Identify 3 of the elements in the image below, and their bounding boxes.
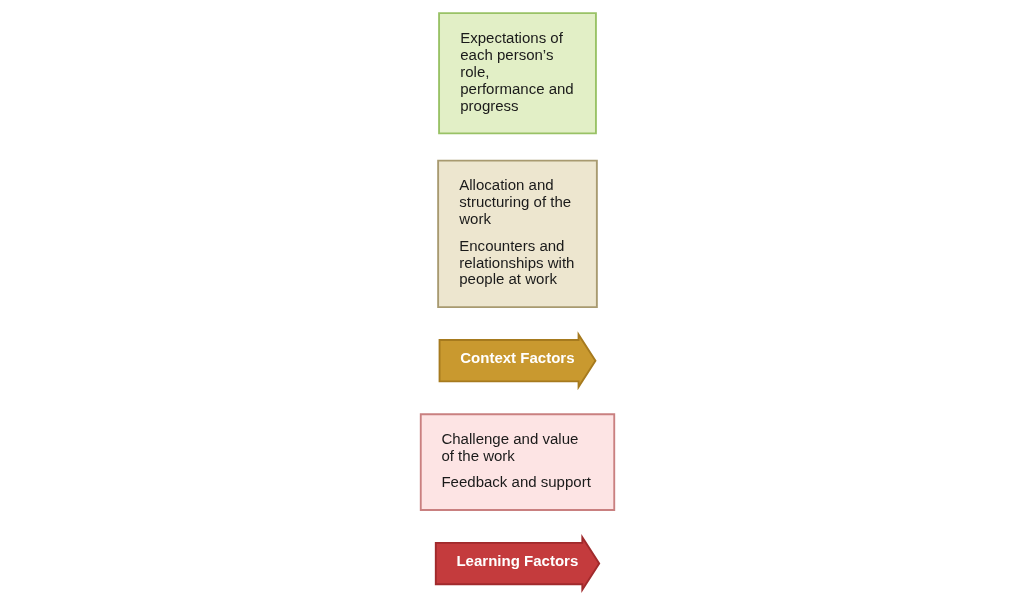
node-box: Expectations of each person’s role, performance and progress	[438, 12, 597, 135]
node-box: Allocation and structuring of the work Encounters and relationships with people at work	[437, 159, 598, 309]
node-box: Challenge and value of the work Feedback and support	[419, 413, 616, 511]
